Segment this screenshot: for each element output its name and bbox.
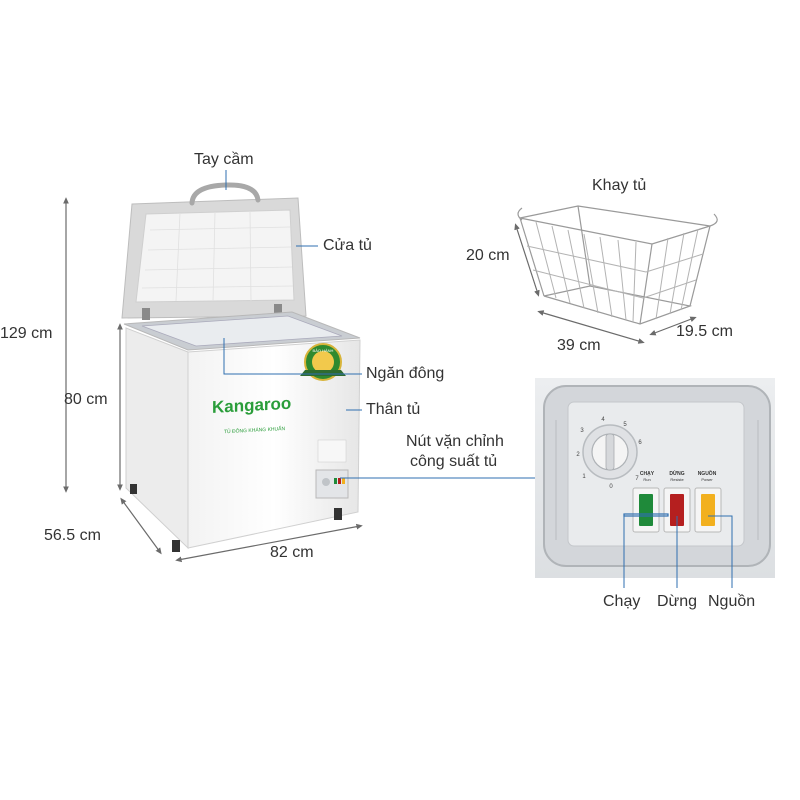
basket-wires	[526, 221, 704, 323]
basket-dimension-lines	[514, 223, 697, 344]
total-height-label: 129 cm	[0, 325, 53, 342]
spec-label	[317, 439, 347, 463]
basket-width-line	[537, 310, 645, 344]
dial-number: 4	[601, 417, 605, 423]
warranty-badge-text: BẢO HÀNH	[313, 348, 334, 353]
basket-depth-line	[649, 316, 697, 336]
brand-tagline: TỦ ĐÔNG KHÁNG KHUẨN	[224, 425, 285, 435]
dial-number: 6	[638, 440, 642, 446]
knob-label-line1: Nút vặn chỉnh	[406, 433, 504, 450]
freezer-basket	[517, 205, 718, 325]
dial-number: 1	[582, 474, 586, 480]
basket-height-line	[514, 223, 540, 297]
dial-number: 7	[635, 476, 639, 482]
power-switch-label: NGUỒN	[698, 470, 717, 477]
stop-lamp	[670, 494, 684, 526]
basket-label: Khay tủ	[592, 177, 647, 194]
freezer-compartment-label: Ngăn đông	[366, 365, 445, 382]
dial-number: 2	[576, 452, 580, 458]
basket-width-label: 39 cm	[557, 337, 601, 354]
stop-switch-label: DỪNG	[669, 470, 684, 477]
lid-inner-panel	[135, 209, 295, 303]
basket-handle-left	[517, 207, 523, 221]
power-switch-sublabel: Power	[701, 477, 713, 482]
hinge-left	[142, 308, 150, 320]
hinge-right	[274, 304, 282, 316]
dial-number: 5	[623, 422, 627, 428]
brand-logo: Kangaroo	[212, 394, 291, 417]
width-line	[175, 523, 363, 563]
panel-vent-bars	[555, 420, 759, 540]
power-label: Nguồn	[708, 593, 756, 610]
basket-handle-right	[709, 213, 718, 227]
basket-depth-label: 19.5 cm	[676, 323, 733, 340]
run-switch-label: CHẠY	[640, 471, 655, 477]
lamp-callout-boxes	[623, 513, 669, 517]
dial-number: 3	[580, 428, 584, 434]
dial-number: 0	[609, 484, 613, 490]
door-label: Cửa tủ	[323, 237, 372, 254]
body-height-label: 80 cm	[64, 391, 108, 408]
power-lamp	[701, 494, 715, 526]
control-panel-closeup: 0 1 2 3 4 5 6 7 CHẠY Run DỪNG Resiste NG…	[535, 378, 775, 578]
dial-scale: 0 1 2 3 4 5 6 7	[576, 417, 642, 490]
chest-freezer: Kangaroo TỦ ĐÔNG KHÁNG KHUẨN BẢO HÀNH	[121, 182, 361, 552]
body-label: Thân tủ	[366, 401, 421, 418]
freezer-body-front	[125, 327, 189, 550]
freezer-opening	[141, 315, 343, 347]
power-dial-grip	[605, 433, 615, 471]
stop-switch-sublabel: Resiste	[670, 477, 684, 482]
run-switch-sublabel: Run	[643, 477, 650, 482]
lid-inner-pattern	[141, 210, 294, 302]
depth-line	[120, 497, 162, 555]
basket-rim	[519, 205, 711, 245]
depth-label: 56.5 cm	[44, 527, 101, 544]
wheel-front-right	[334, 508, 342, 520]
stop-label: Dừng	[657, 593, 698, 610]
width-label: 82 cm	[270, 544, 314, 561]
power-callout	[708, 515, 733, 588]
handle-label: Tay cầm	[194, 151, 254, 168]
knob-label-line2: công suất tủ	[410, 453, 498, 470]
run-label: Chạy	[603, 593, 641, 610]
freezer-compartment-callout	[223, 338, 362, 375]
run-lamp	[639, 494, 653, 526]
wheel-back-left	[130, 484, 137, 494]
basket-height-label: 20 cm	[466, 247, 510, 264]
wheel-front-left	[172, 540, 180, 552]
dimension-lines	[63, 197, 363, 563]
